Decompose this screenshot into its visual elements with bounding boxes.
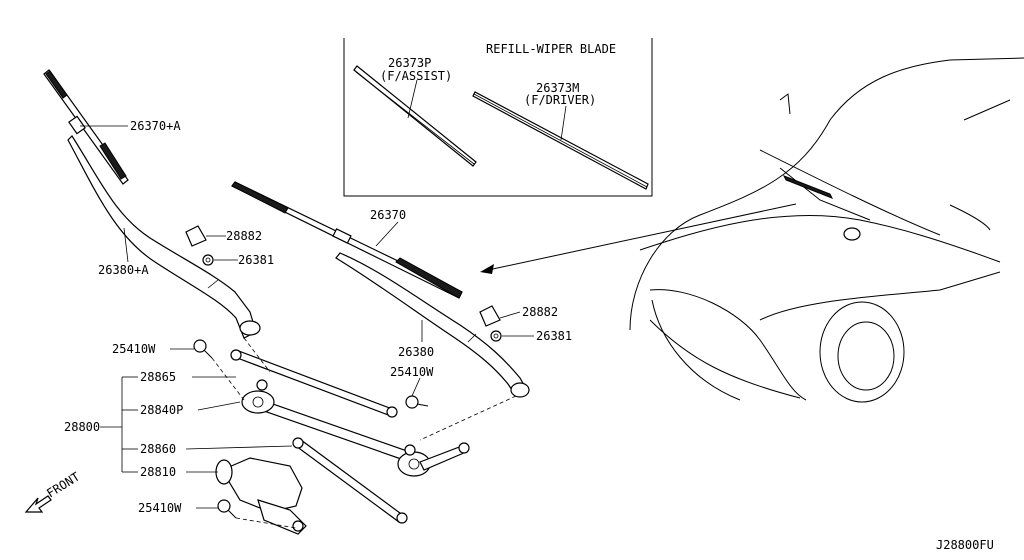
refill-title: REFILL-WIPER BLADE xyxy=(486,42,616,56)
label-28840p: 28840P xyxy=(140,403,183,417)
label-28882-right: 28882 xyxy=(522,305,558,319)
nut-26381-right xyxy=(490,330,502,342)
bolt-25410w-b xyxy=(405,395,429,409)
refill-assist-strip xyxy=(353,65,477,167)
bolt-25410w-c xyxy=(217,499,237,519)
label-28810: 28810 xyxy=(140,465,176,479)
wiper-blade-driver xyxy=(231,181,463,299)
wiper-motor xyxy=(215,457,307,535)
label-28800: 28800 xyxy=(64,420,100,434)
wiper-blade-assist xyxy=(43,69,129,185)
assembly-dashed-lines xyxy=(211,337,517,529)
wiper-arm-driver xyxy=(335,252,530,398)
diagram-code: J28800FU xyxy=(936,538,994,552)
label-26381-left: 26381 xyxy=(238,253,274,267)
cap-28882-left xyxy=(185,225,207,247)
nut-26381-left xyxy=(202,254,214,266)
label-f-assist: (F/ASSIST) xyxy=(380,69,452,83)
label-26380: 26380 xyxy=(398,345,434,359)
label-26370: 26370 xyxy=(370,208,406,222)
label-28865: 28865 xyxy=(140,370,176,384)
label-25410w-c: 25410W xyxy=(138,501,182,515)
wiper-linkage xyxy=(230,349,470,524)
bolt-25410w-a xyxy=(193,339,213,359)
refill-labels: REFILL-WIPER BLADE 26373P (F/ASSIST) 263… xyxy=(380,42,616,107)
location-arrow xyxy=(480,203,797,274)
label-28860: 28860 xyxy=(140,442,176,456)
cap-28882-right xyxy=(479,305,501,327)
vehicle-outline xyxy=(629,57,1024,403)
label-25410w-b: 25410W xyxy=(390,365,434,379)
refill-driver-strip xyxy=(472,91,649,190)
wiper-arm-assist xyxy=(67,135,261,339)
label-25410w-a: 25410W xyxy=(112,342,156,356)
label-26373p: 26373P xyxy=(388,56,431,70)
label-26373m: 26373M xyxy=(536,81,579,95)
front-label: FRONT xyxy=(44,470,82,501)
label-26370a: 26370+A xyxy=(130,119,181,133)
label-26381-right: 26381 xyxy=(536,329,572,343)
refill-wiper-blade-box xyxy=(343,38,653,197)
leader-lines xyxy=(80,125,534,509)
label-28882-left: 28882 xyxy=(226,229,262,243)
label-26380a: 26380+A xyxy=(98,263,149,277)
label-f-driver: (F/DRIVER) xyxy=(524,93,596,107)
front-arrow-icon xyxy=(24,495,52,513)
